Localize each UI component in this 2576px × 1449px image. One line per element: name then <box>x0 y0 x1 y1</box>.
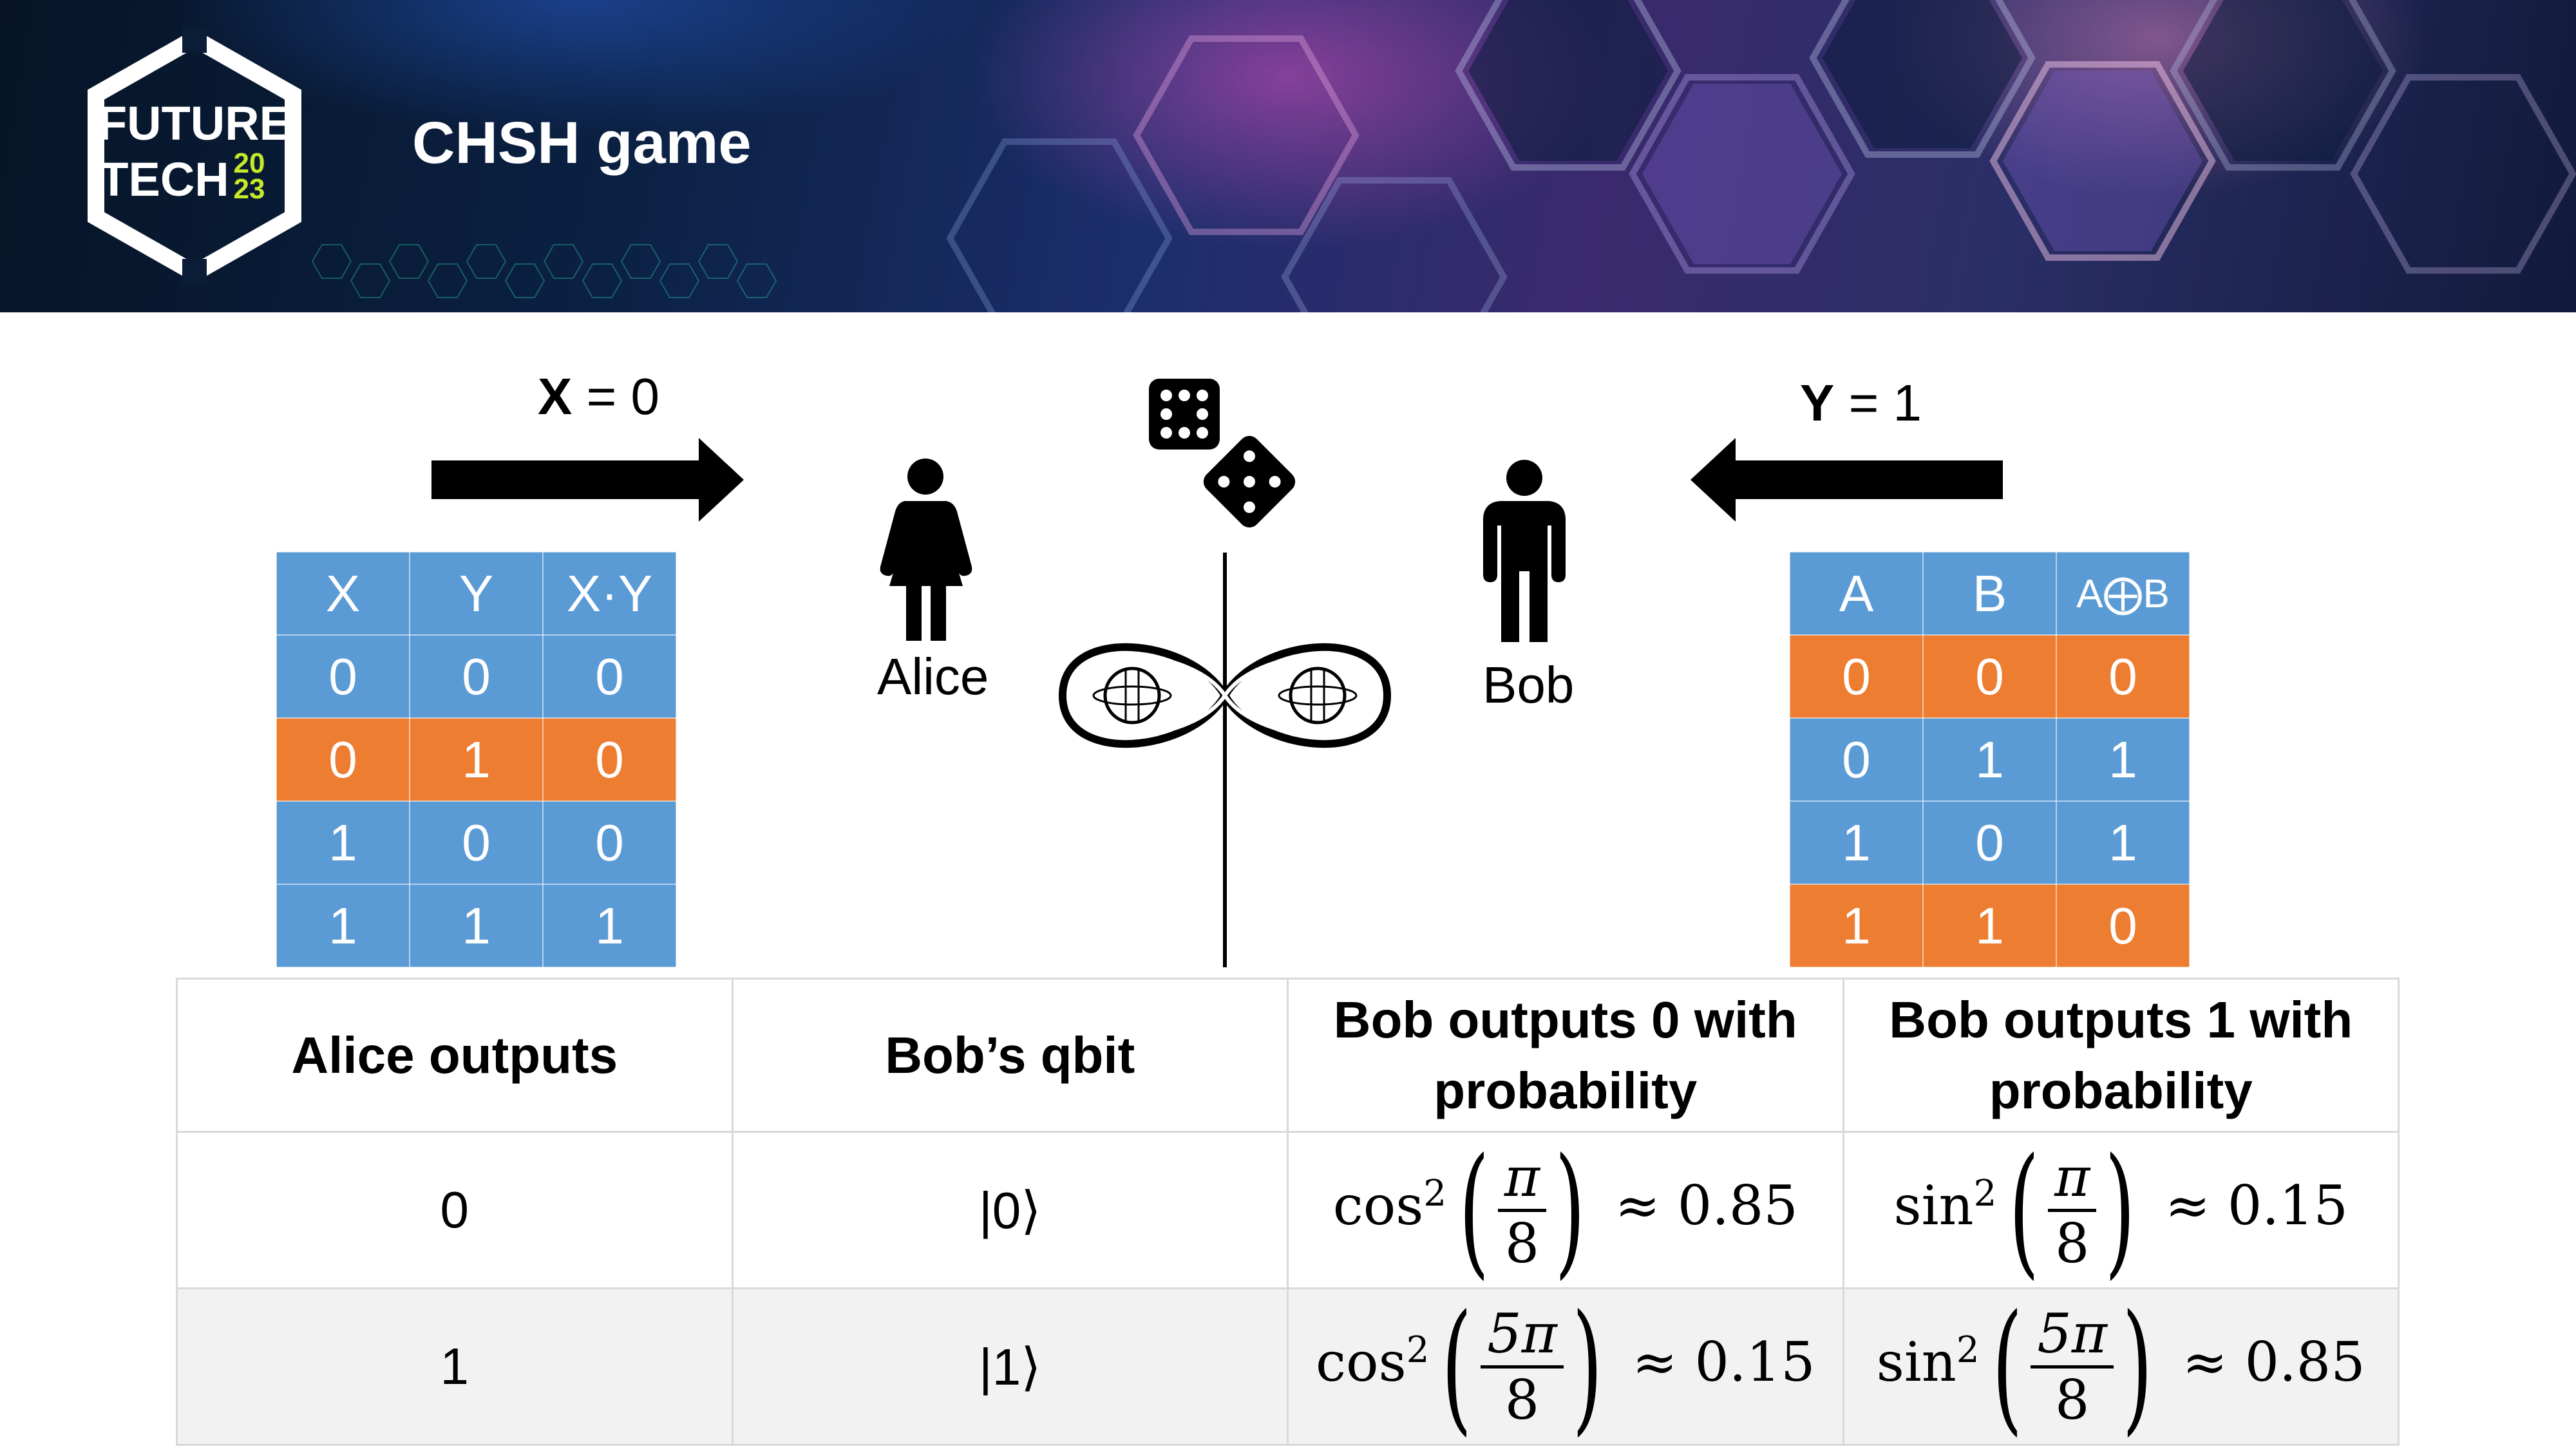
bob-person-icon <box>1483 460 1566 642</box>
table-header-row: A B A⨁B <box>1789 551 2190 636</box>
qubit-left <box>1092 667 1172 724</box>
table-cell: 1 <box>409 717 544 802</box>
header-cell: A <box>1789 551 1924 636</box>
ab-truth-table: A B A⨁B 0 0 0 0 1 1 1 0 1 1 1 0 <box>1789 551 2190 968</box>
qbit-cell: |1⟩ <box>731 1287 1289 1446</box>
table-row-highlighted: 0 0 0 <box>1789 634 2190 719</box>
header-bob-outputs-1: Bob outputs 1 with probability <box>1842 978 2400 1133</box>
table-header-row: X Y X·Y <box>276 551 677 636</box>
right-arrow-icon <box>431 438 744 522</box>
table-cell: 0 <box>1789 634 1924 719</box>
bob-label: Bob <box>1482 656 1575 714</box>
table-cell: 0 <box>1922 800 2057 885</box>
infinity-qubit-icon <box>1058 553 1391 967</box>
futuretech-logo: FUTURE TECH 20 23 <box>80 27 309 285</box>
table-row: 1 0 0 <box>276 800 677 885</box>
table-row: 0 0 0 <box>276 634 677 719</box>
table-cell: 0 <box>542 717 677 802</box>
table-cell: 0 <box>2056 634 2190 719</box>
qbit-cell: |0⟩ <box>731 1131 1289 1289</box>
header-banner: FUTURE TECH 20 23 CHSH game <box>0 0 2576 312</box>
y-variable: Y <box>1800 374 1835 431</box>
header-bobs-qbit: Bob’s qbit <box>731 978 1289 1133</box>
table-cell: 1 <box>2056 800 2190 885</box>
y-value: = 1 <box>1834 374 1922 431</box>
table-cell: 1 <box>1922 884 2057 968</box>
logo-line-tech: TECH <box>99 153 229 206</box>
x-value: = 0 <box>572 368 660 425</box>
slide-title: CHSH game <box>412 110 752 176</box>
header-cell: X <box>276 551 410 636</box>
table-row-highlighted: 1 1 0 <box>1789 884 2190 968</box>
left-arrow-icon <box>1690 438 2003 522</box>
table-cell: 0 <box>276 717 410 802</box>
table-cell: 0 <box>276 634 410 719</box>
table-row: 1 1 1 <box>276 884 677 968</box>
table-cell: 1 <box>2056 717 2190 802</box>
table-cell: 1 <box>1789 800 1924 885</box>
table-cell: 0 <box>1922 634 2057 719</box>
table-row-highlighted: 0 1 0 <box>276 717 677 802</box>
table-cell: 1 <box>1922 717 2057 802</box>
y-input-label: Y = 1 <box>1800 374 1922 433</box>
hexagon-background <box>311 0 2576 312</box>
table-row: 0 1 1 <box>1789 717 2190 802</box>
alice-output-cell: 1 <box>176 1287 734 1446</box>
alice-output-cell: 0 <box>176 1131 734 1289</box>
header-bob-outputs-0: Bob outputs 0 with probability <box>1287 978 1844 1133</box>
alice-label: Alice <box>877 648 989 705</box>
logo-line-future: FUTURE <box>98 97 291 150</box>
dice-icon <box>1149 379 1296 528</box>
header-cell: Y <box>409 551 544 636</box>
table-row: 1 0 1 <box>1789 800 2190 885</box>
table-cell: 1 <box>276 884 410 968</box>
logo-year-bottom: 23 <box>234 173 265 205</box>
header-alice-outputs: Alice outputs <box>176 978 734 1133</box>
table-cell: 0 <box>542 634 677 719</box>
table-cell: 0 <box>542 800 677 885</box>
alice-person-icon <box>880 459 972 641</box>
table-cell: 0 <box>2056 884 2190 968</box>
table-cell: 1 <box>1789 884 1924 968</box>
header-cell: X·Y <box>542 551 677 636</box>
table-cell: 0 <box>409 800 544 885</box>
probability-table: Alice outputs Bob’s qbit Bob outputs 0 w… <box>176 978 2400 1446</box>
header-cell: A⨁B <box>2056 551 2190 636</box>
x-variable: X <box>538 368 573 425</box>
table-cell: 0 <box>1789 717 1924 802</box>
xy-truth-table: X Y X·Y 0 0 0 0 1 0 1 0 0 1 1 1 <box>276 551 677 968</box>
table-header-row: Alice outputs Bob’s qbit Bob outputs 0 w… <box>176 978 2400 1133</box>
logo-year-top: 20 <box>234 147 265 179</box>
table-cell: 1 <box>276 800 410 885</box>
table-cell: 1 <box>542 884 677 968</box>
qubit-right <box>1278 667 1358 724</box>
table-cell: 0 <box>409 634 544 719</box>
header-cell: B <box>1922 551 2057 636</box>
table-cell: 1 <box>409 884 544 968</box>
x-input-label: X = 0 <box>538 367 659 426</box>
